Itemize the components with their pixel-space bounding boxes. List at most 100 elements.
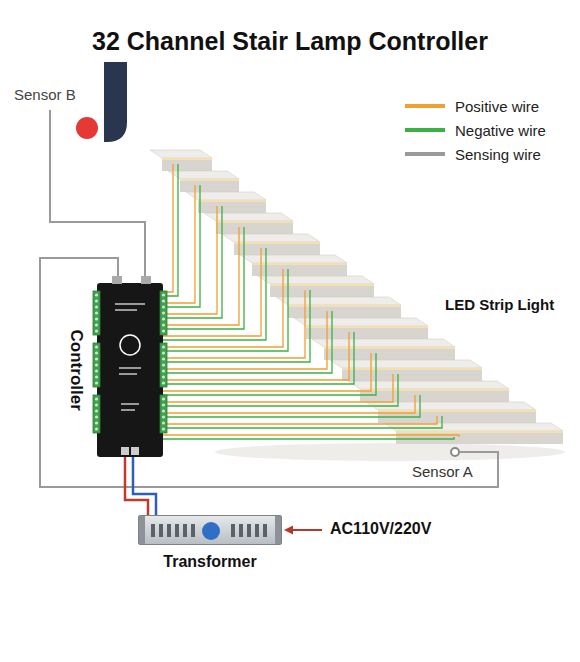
- stair-step: [294, 318, 428, 339]
- terminal-screw: [162, 357, 165, 360]
- led-glow: [270, 284, 374, 289]
- terminal-screw: [162, 317, 165, 320]
- led-glow: [234, 242, 320, 247]
- stair-tread: [330, 360, 482, 368]
- vent-slot: [159, 524, 163, 537]
- negative-wire: [163, 185, 200, 307]
- legend-text: Negative wire: [455, 122, 546, 139]
- vent-slot: [191, 524, 195, 537]
- terminal-screw: [95, 293, 98, 296]
- vent-slot: [239, 524, 243, 537]
- stair-step: [240, 255, 347, 276]
- terminal-block: [93, 343, 100, 387]
- positive-wire: [163, 185, 195, 303]
- legend-swatch: [405, 152, 445, 156]
- logo-dot: [76, 117, 98, 139]
- negative-wire: [163, 206, 222, 318]
- end-cap: [139, 516, 145, 544]
- led-glow: [324, 347, 455, 352]
- legend: Positive wireNegative wireSensing wire: [405, 94, 546, 166]
- terminal-screw: [95, 397, 98, 400]
- vent-slot: [151, 524, 155, 537]
- fan-label: [202, 522, 220, 540]
- positive-wire: [163, 353, 371, 391]
- led-glow: [306, 326, 428, 331]
- terminal-block: [160, 395, 167, 433]
- stair-tread: [186, 192, 266, 200]
- device-label: Controller: [65, 330, 85, 411]
- terminal-screw: [162, 299, 165, 302]
- stair-riser: [216, 221, 293, 234]
- terminal-screw: [162, 345, 165, 348]
- positive-wire: [163, 416, 437, 424]
- terminal-screw: [162, 381, 165, 384]
- stair-riser: [306, 326, 428, 339]
- stair-riser: [360, 389, 509, 402]
- stair-riser: [162, 158, 212, 171]
- terminal-screw: [162, 305, 165, 308]
- stair-riser: [342, 368, 482, 381]
- controller-device: Controller: [97, 283, 163, 457]
- legend-row: Negative wire: [405, 118, 546, 142]
- arrow-head: [284, 526, 293, 535]
- terminal-block: [160, 343, 167, 387]
- print-mark: [121, 403, 139, 405]
- stair-tread: [276, 297, 401, 305]
- supply-wire: [133, 457, 156, 515]
- device-art: [139, 516, 283, 546]
- stair-step: [222, 234, 320, 255]
- stair-step: [186, 192, 266, 213]
- terminal-screw: [95, 317, 98, 320]
- terminal-screw: [95, 299, 98, 302]
- stair-riser: [180, 179, 239, 192]
- led-glow: [216, 221, 293, 226]
- led-strip: [198, 200, 266, 202]
- terminal-screw: [162, 403, 165, 406]
- terminal-screw: [95, 311, 98, 314]
- stair-riser: [270, 284, 374, 297]
- terminal-screw: [95, 421, 98, 424]
- sensor-port: [141, 276, 151, 284]
- terminal-screw: [162, 375, 165, 378]
- terminal-screw: [162, 421, 165, 424]
- terminal-screw: [95, 415, 98, 418]
- negative-wire: [163, 311, 332, 373]
- led-glow: [342, 368, 482, 373]
- staircase: [150, 150, 563, 444]
- led-strip: [180, 179, 239, 181]
- terminal-screw: [162, 293, 165, 296]
- vent-slot: [175, 524, 179, 537]
- negative-wire: [163, 164, 178, 296]
- led-strip: [396, 431, 563, 433]
- positive-wire: [163, 227, 239, 325]
- device-art: [97, 283, 163, 457]
- stair-riser: [396, 431, 563, 444]
- negative-wire: [163, 395, 420, 417]
- led-strip: [216, 221, 293, 223]
- positive-wire: [163, 332, 349, 380]
- terminal-screw: [95, 427, 98, 430]
- sensing-wire: [50, 110, 145, 276]
- stair-step: [348, 381, 509, 402]
- end-cap: [275, 516, 281, 544]
- led-strip: [360, 389, 509, 391]
- led-strip: [162, 158, 212, 160]
- terminal-screw: [95, 357, 98, 360]
- stair-tread: [258, 276, 374, 284]
- negative-wire: [163, 248, 266, 340]
- terminal-screw: [95, 369, 98, 372]
- stair-riser: [198, 200, 266, 213]
- stair-tread: [312, 339, 455, 347]
- sensor-dot: [451, 448, 459, 456]
- vent-slot: [167, 524, 171, 537]
- negative-wire: [163, 227, 244, 329]
- negative-wire: [163, 332, 354, 384]
- print-mark: [115, 309, 137, 311]
- negative-wire: [163, 374, 398, 406]
- strip-label: LED Strip Light: [445, 296, 554, 314]
- power-terminal: [131, 447, 139, 455]
- transformer-box: Transformer: [138, 515, 282, 545]
- terminal-screw: [95, 363, 98, 366]
- print-mark: [121, 409, 135, 411]
